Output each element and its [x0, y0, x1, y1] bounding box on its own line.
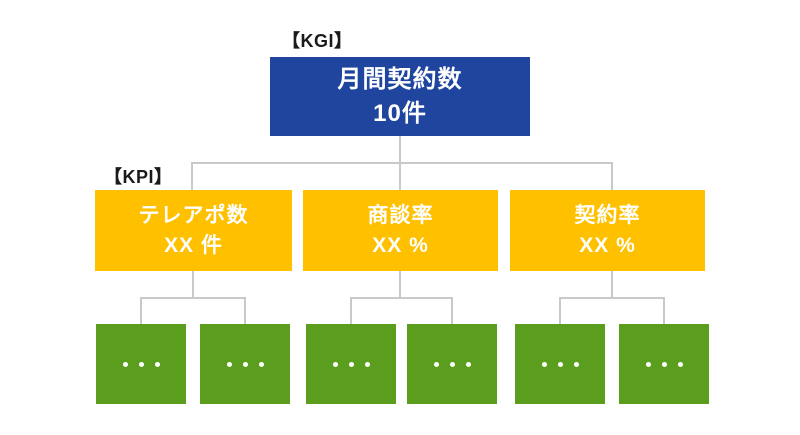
kpi-node-contract-rate: 契約率 XX % [510, 190, 705, 271]
kpi-node-value: XX 件 [164, 233, 223, 257]
kpi-node-meeting-rate: 商談率 XX % [303, 190, 498, 271]
kpi-node-value: XX % [579, 233, 636, 257]
sub-node-placeholder [96, 324, 186, 404]
ellipsis-icon [433, 361, 471, 367]
kpi1-to-sub-connectors [140, 271, 246, 324]
kpi-node-title: テレアポ数 [138, 203, 249, 227]
ellipsis-icon [332, 361, 370, 367]
kpi-node-teleapo: テレアポ数 XX 件 [95, 190, 292, 271]
sub-node-placeholder [200, 324, 290, 404]
sub-node-placeholder [407, 324, 497, 404]
kpi-node-value: XX % [372, 233, 429, 257]
sub-node-placeholder [619, 324, 709, 404]
kpi3-to-sub-connectors [559, 271, 665, 324]
kgi-node-title: 月間契約数 [337, 65, 463, 93]
kgi-to-kpi-connectors [191, 136, 613, 190]
kgi-node-value: 10件 [373, 99, 427, 127]
kgi-section-label: 【KGI】 [282, 31, 353, 51]
ellipsis-icon [122, 361, 160, 367]
kpi2-to-sub-connectors [350, 271, 453, 324]
ellipsis-icon [645, 361, 683, 367]
ellipsis-icon [226, 361, 264, 367]
sub-node-placeholder [515, 324, 605, 404]
ellipsis-icon [541, 361, 579, 367]
kpi-section-label: 【KPI】 [104, 167, 173, 187]
kpi-node-title: 商談率 [367, 203, 434, 227]
sub-node-placeholder [306, 324, 396, 404]
kpi-node-title: 契約率 [574, 203, 641, 227]
kgi-node: 月間契約数 10件 [270, 57, 530, 136]
